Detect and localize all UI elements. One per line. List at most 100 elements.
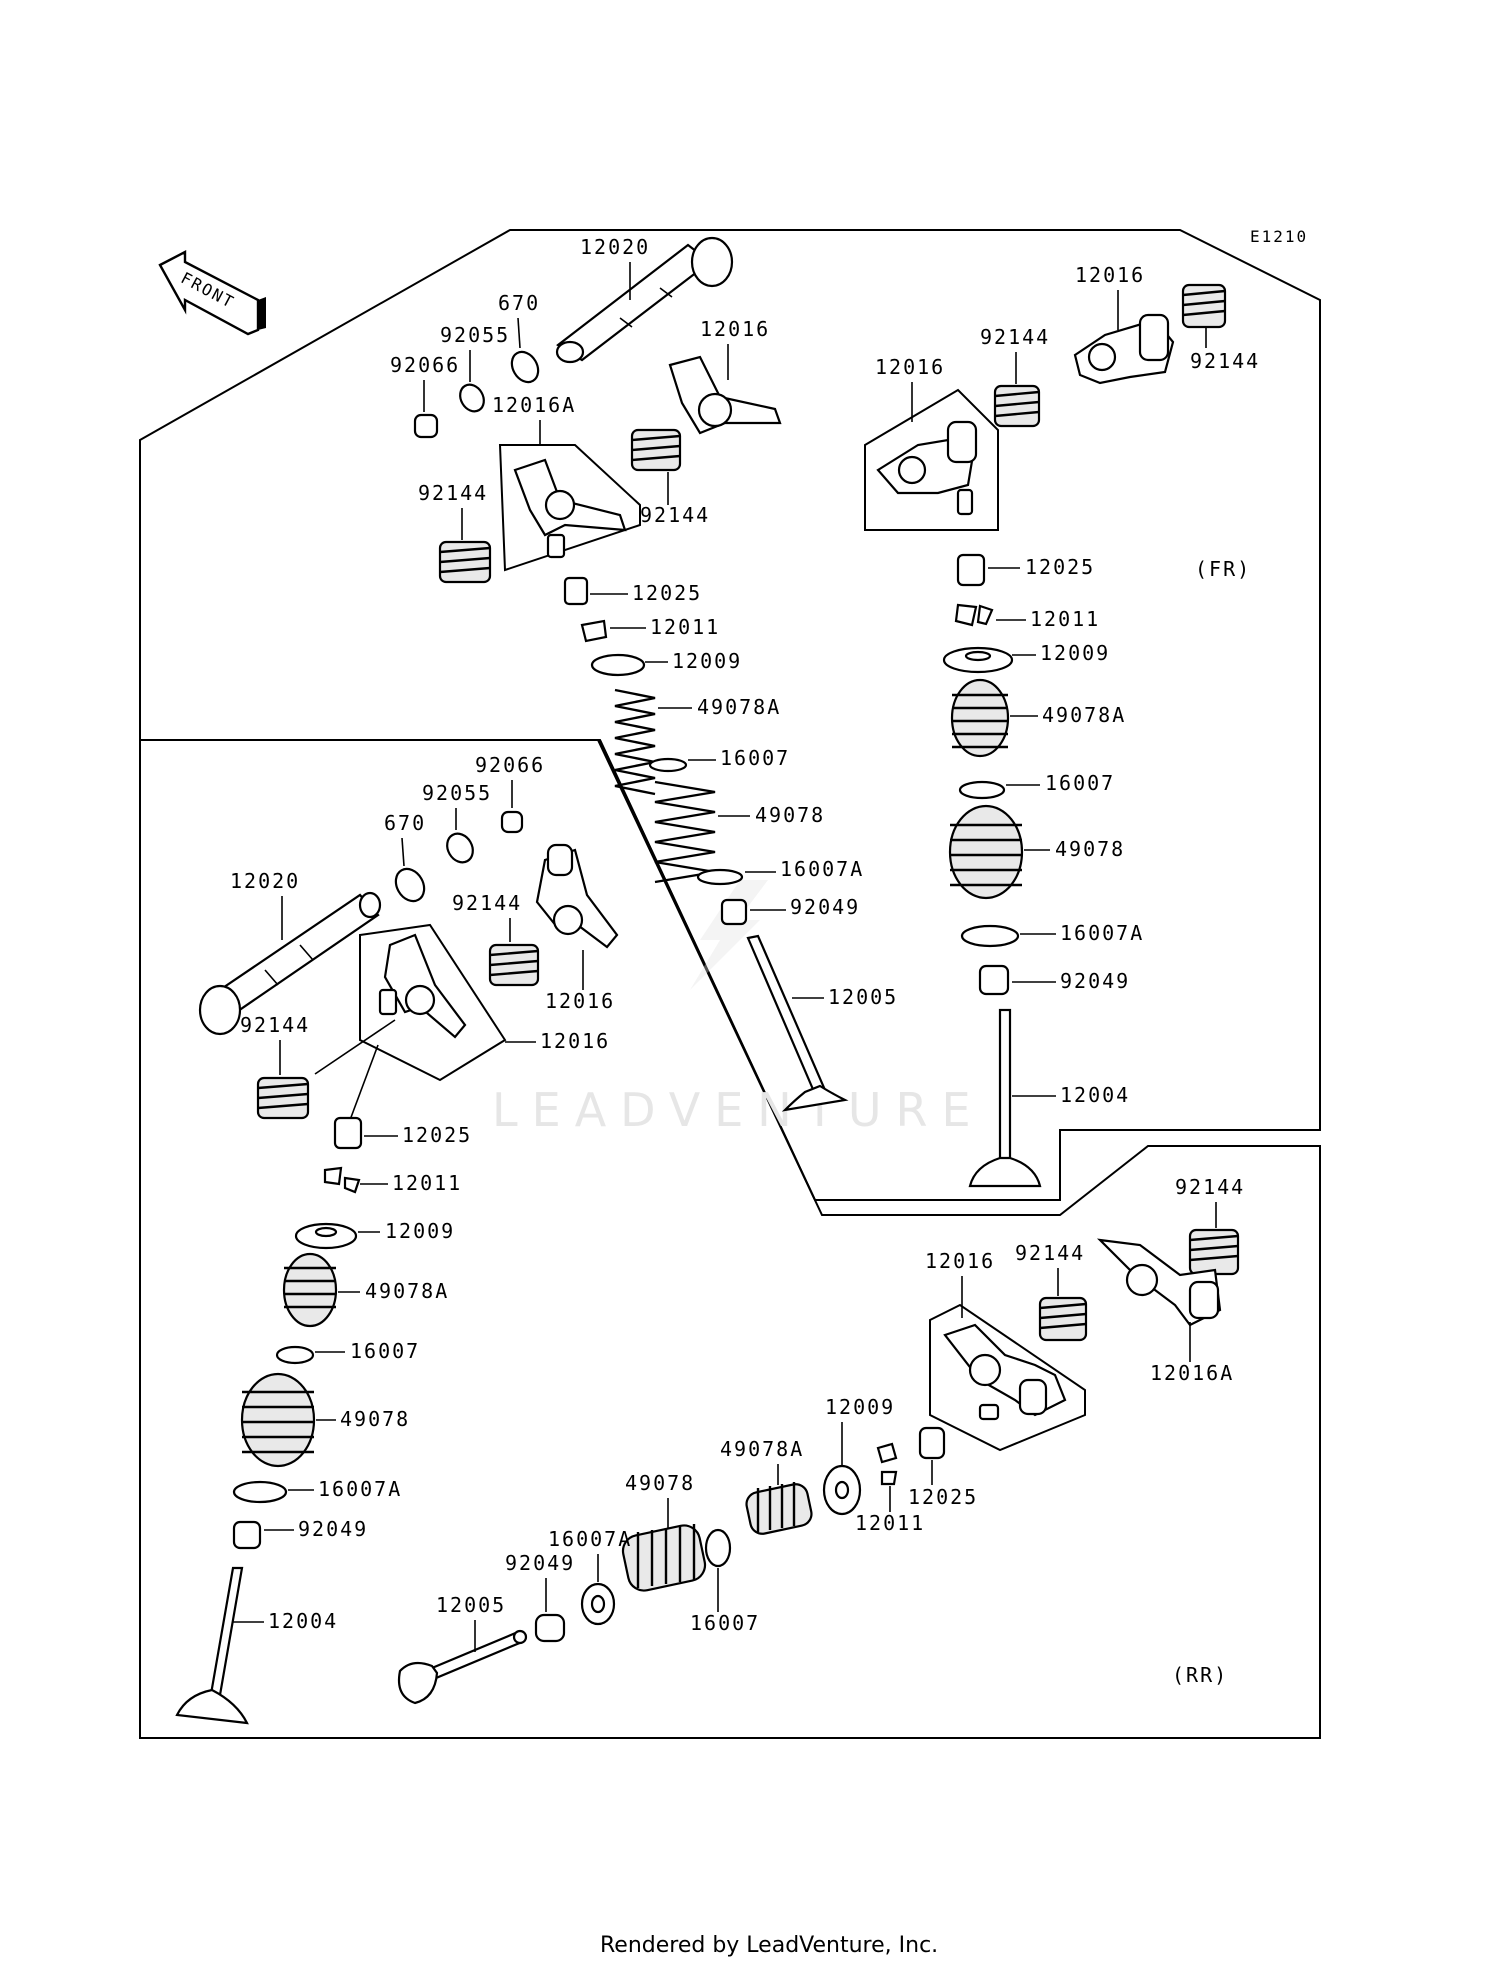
fr-cotter-left-label: 12011: [650, 615, 720, 639]
fr-arm-mid-label: 12016: [700, 317, 770, 341]
fr-valve-left-label: 12005: [828, 985, 898, 1009]
rr-arm-box: [929, 1303, 1086, 1452]
diagram-code: E1210: [1250, 227, 1308, 246]
fr-spring-right-mid: [993, 384, 1041, 428]
fr-seal-right-label: 92049: [1060, 969, 1130, 993]
rl-spring-top: [488, 943, 540, 987]
fr-cotter-right: [954, 603, 994, 627]
fr-spring-right-top-label: 92144: [1190, 349, 1260, 373]
fr-cotter-right-label: 12011: [1030, 607, 1100, 631]
fr-shaft-label: 12020: [580, 235, 650, 259]
fr-arm-right-top-label: 12016: [1075, 263, 1145, 287]
rr-spring-top: [1188, 1228, 1240, 1276]
rr-seat: [704, 1528, 732, 1568]
fr-plug-92066: [413, 413, 439, 439]
fr-spring-left-label: 92144: [418, 481, 488, 505]
rear-section-frame: [139, 739, 1321, 1739]
fr-plug-92066-label: 92066: [390, 353, 460, 377]
rr-adjuster: [918, 1426, 946, 1460]
fr-spring-out-left-label: 49078: [755, 803, 825, 827]
fr-rocker-arm-a: [513, 458, 627, 559]
rl-oring-670-label: 670: [384, 811, 426, 835]
rr-valve-label: 12005: [436, 1593, 506, 1617]
fr-valve-right-label: 12004: [1060, 1083, 1130, 1107]
rl-shaft-label: 12020: [230, 869, 300, 893]
rr-spring-in: [745, 1482, 813, 1535]
fr-valve-left: [746, 934, 849, 1112]
fr-seat-a-right: [960, 924, 1020, 948]
rr-arm-box-label: 12016: [925, 1249, 995, 1273]
fr-seat-a-left-label: 16007A: [780, 857, 864, 881]
rl-adjuster: [333, 1116, 363, 1150]
watermark-logo-icon: [690, 880, 768, 990]
fr-valve-right: [968, 1008, 1042, 1188]
fr-retainer-left-label: 12009: [672, 649, 742, 673]
fr-oring-670-label: 670: [498, 291, 540, 315]
rr-rocker-arm-a: [1096, 1238, 1222, 1327]
fr-spring-in-left: [614, 688, 656, 796]
rr-cotter-label: 12011: [855, 1511, 925, 1535]
rr-spring-out-label: 49078: [625, 1471, 695, 1495]
fr-spring-in-right-label: 49078A: [1042, 703, 1126, 727]
fr-cotter-left: [580, 619, 608, 643]
rl-plug-92066-label: 92066: [475, 753, 545, 777]
rl-seal: [232, 1520, 262, 1550]
rr-cotter: [876, 1442, 898, 1486]
rr-spring-top-label: 92144: [1175, 1175, 1245, 1199]
rl-seat-a: [232, 1480, 288, 1504]
fr-seat-right: [958, 780, 1006, 800]
fr-seat-left: [648, 757, 688, 773]
fr-seat-right-label: 16007: [1045, 771, 1115, 795]
fr-adjuster-left: [563, 576, 589, 606]
rl-rocker-shaft: [198, 891, 382, 1036]
fr-seat-a-right-label: 16007A: [1060, 921, 1144, 945]
rl-spring-out: [240, 1372, 316, 1468]
watermark: LEADVENTURE: [492, 1083, 985, 1137]
rl-seat-label: 16007: [350, 1339, 420, 1363]
rr-seat-a-label: 16007A: [548, 1527, 632, 1551]
fr-spring-out-right: [948, 804, 1024, 900]
rl-valve-label: 12004: [268, 1609, 338, 1633]
rr-spring-out: [621, 1524, 707, 1592]
fr-spring-in-left-label: 49078A: [697, 695, 781, 719]
fr-seat-left-label: 16007: [720, 746, 790, 770]
fr-retainer-right-label: 12009: [1040, 641, 1110, 665]
fr-rocker-arm-right: [876, 420, 978, 516]
fr-oring-92055-label: 92055: [440, 323, 510, 347]
rl-spring-out-label: 49078: [340, 1407, 410, 1431]
fr-retainer-left: [590, 653, 646, 677]
fr-adjuster-left-label: 12025: [632, 581, 702, 605]
fr-spring-left: [438, 540, 492, 584]
rl-arm-top-label: 12016: [545, 989, 615, 1013]
fr-spring-out-right-label: 49078: [1055, 837, 1125, 861]
fr-oring-670: [510, 350, 540, 384]
rl-rocker-arm-top: [535, 843, 619, 949]
section-rr-tag: (RR): [1172, 1663, 1228, 1687]
rr-spring-mid-label: 92144: [1015, 1241, 1085, 1265]
rl-oring-670: [394, 867, 426, 903]
rl-retainer-label: 12009: [385, 1219, 455, 1243]
rl-plug-92066: [500, 810, 524, 834]
rr-valve: [397, 1629, 528, 1705]
rr-seal: [534, 1613, 566, 1643]
rl-rocker-arm-box: [378, 933, 467, 1039]
rl-cotter-label: 12011: [392, 1171, 462, 1195]
fr-spring-out-left: [654, 780, 716, 884]
rl-spring-in: [282, 1252, 338, 1328]
rl-seat-a-label: 16007A: [318, 1477, 402, 1501]
rr-arm-a-label: 12016A: [1150, 1361, 1234, 1385]
rl-seal-label: 92049: [298, 1517, 368, 1541]
fr-adjuster-right: [956, 553, 986, 587]
rl-oring-92055-label: 92055: [422, 781, 492, 805]
fr-spring-right-mid-label: 92144: [980, 325, 1050, 349]
rl-spring-in-label: 49078A: [365, 1279, 449, 1303]
rl-valve: [175, 1566, 249, 1725]
front-arrow-icon: FRONT: [158, 250, 266, 336]
rr-spring-in-label: 49078A: [720, 1437, 804, 1461]
fr-seal-right: [978, 964, 1010, 996]
fr-seal-left: [720, 898, 748, 926]
rr-seal-label: 92049: [505, 1551, 575, 1575]
fr-rocker-arm-right-top: [1073, 313, 1175, 385]
section-fr-tag: (FR): [1195, 557, 1251, 581]
fr-spring-mid: [630, 428, 682, 472]
